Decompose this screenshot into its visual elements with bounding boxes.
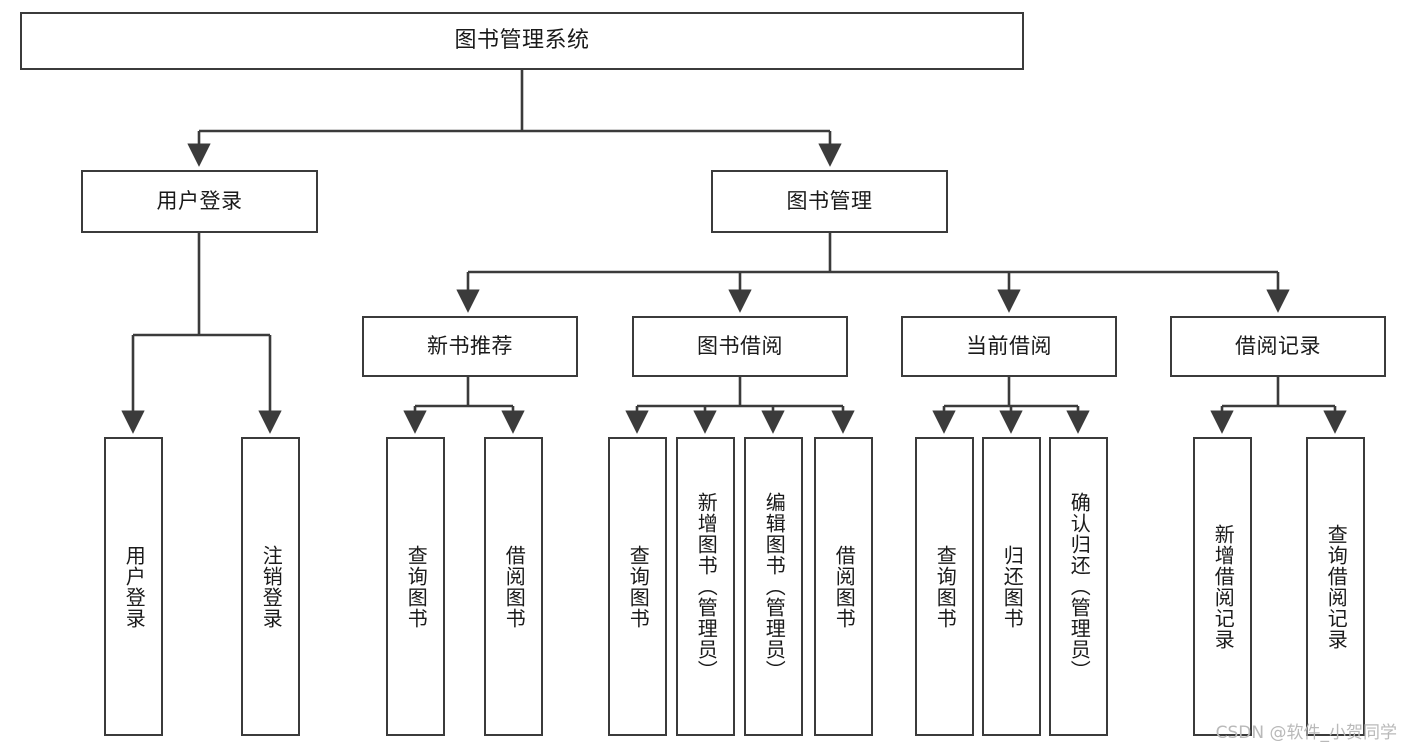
node-leaf-borrow-book-2[interactable]: 借阅图书 [814, 437, 873, 736]
node-user-login[interactable]: 用户登录 [81, 170, 318, 233]
node-leaf-query-book-3[interactable]: 查询图书 [915, 437, 974, 736]
leaf-label: 注销登录 [259, 544, 284, 629]
node-leaf-user-login[interactable]: 用户登录 [104, 437, 163, 736]
node-new-book-recommend[interactable]: 新书推荐 [362, 316, 578, 377]
leaf-label: 归还图书 [1000, 544, 1025, 629]
leaf-label: 新增借阅记录 [1211, 523, 1236, 650]
leaf-label: 查询图书 [933, 544, 958, 629]
node-leaf-borrow-book-1[interactable]: 借阅图书 [484, 437, 543, 736]
node-book-borrow[interactable]: 图书借阅 [632, 316, 848, 377]
node-leaf-add-book[interactable]: 新增图书（管理员） [676, 437, 735, 736]
node-leaf-query-book-2[interactable]: 查询图书 [608, 437, 667, 736]
leaf-label: 查询图书 [626, 544, 651, 629]
leaf-label: 查询借阅记录 [1324, 523, 1349, 650]
node-leaf-logout[interactable]: 注销登录 [241, 437, 300, 736]
node-leaf-edit-book[interactable]: 编辑图书（管理员） [744, 437, 803, 736]
node-leaf-query-book-1[interactable]: 查询图书 [386, 437, 445, 736]
leaf-label: 用户登录 [122, 544, 147, 629]
leaf-label: 确认归还（管理员） [1067, 492, 1092, 681]
leaf-label: 新增图书（管理员） [694, 492, 719, 681]
leaf-label: 借阅图书 [832, 544, 857, 629]
node-current-borrow[interactable]: 当前借阅 [901, 316, 1117, 377]
node-leaf-return-book[interactable]: 归还图书 [982, 437, 1041, 736]
watermark-text: CSDN @软件_小贺同学 [1215, 723, 1397, 743]
leaf-label: 借阅图书 [502, 544, 527, 629]
leaf-label: 查询图书 [404, 544, 429, 629]
node-leaf-query-record[interactable]: 查询借阅记录 [1306, 437, 1365, 736]
node-leaf-add-record[interactable]: 新增借阅记录 [1193, 437, 1252, 736]
node-leaf-confirm-return[interactable]: 确认归还（管理员） [1049, 437, 1108, 736]
leaf-label: 编辑图书（管理员） [762, 492, 787, 681]
node-root[interactable]: 图书管理系统 [20, 12, 1024, 70]
node-borrow-record[interactable]: 借阅记录 [1170, 316, 1386, 377]
node-book-manage[interactable]: 图书管理 [711, 170, 948, 233]
